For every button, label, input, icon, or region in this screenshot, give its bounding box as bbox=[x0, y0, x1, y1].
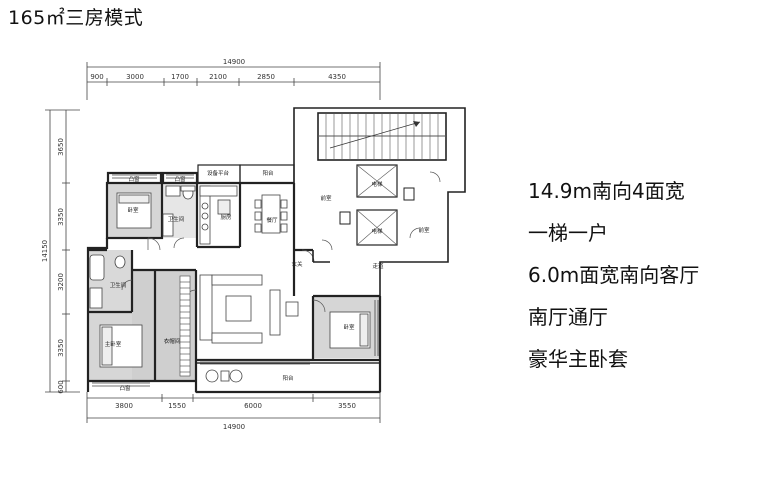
left-total-dim: 14150 bbox=[41, 240, 49, 262]
label-elevator-2: 电梯 bbox=[371, 227, 383, 235]
label-balcony-bottom: 阳台 bbox=[282, 374, 294, 382]
label-elevator-1: 电梯 bbox=[371, 180, 383, 188]
top-dim-6: 4350 bbox=[328, 73, 346, 81]
core-doors bbox=[321, 171, 441, 251]
label-bedroom-top-left: 卧室 bbox=[127, 206, 139, 214]
bottom-dim-1: 3800 bbox=[115, 402, 133, 410]
stair-treads bbox=[318, 113, 446, 160]
wardrobe-hatch bbox=[179, 275, 191, 377]
label-bedroom-right: 卧室 bbox=[343, 323, 355, 331]
top-dim-5: 2850 bbox=[257, 73, 275, 81]
label-corridor: 走道 bbox=[372, 262, 384, 270]
left-dim-1: 3650 bbox=[57, 138, 65, 156]
bottom-dim-2: 1550 bbox=[168, 402, 186, 410]
label-window-bay-top-mid: 凸窗 bbox=[174, 175, 186, 183]
top-dim-2: 3000 bbox=[126, 73, 144, 81]
label-dining: 餐厅 bbox=[266, 216, 278, 224]
feature-master-suite: 豪华主卧套 bbox=[528, 347, 628, 371]
top-dim-3: 1700 bbox=[171, 73, 189, 81]
shaft-boxes bbox=[339, 187, 415, 225]
feature-one-lift-one-unit: 一梯一户 bbox=[528, 221, 608, 245]
page-title: 165㎡三房模式 bbox=[8, 7, 144, 29]
bottom-dim-3: 6000 bbox=[244, 402, 262, 410]
top-dim-1: 900 bbox=[90, 73, 103, 81]
left-dimension-lines bbox=[45, 109, 80, 393]
bottom-balcony bbox=[195, 362, 381, 393]
stair-arrow-head bbox=[413, 121, 420, 127]
left-dim-5: 600 bbox=[57, 380, 65, 393]
bottom-dim-4: 3550 bbox=[338, 402, 356, 410]
label-entrance: 玄关 bbox=[291, 260, 303, 268]
label-master-bedroom: 主卧室 bbox=[105, 340, 122, 348]
label-balcony-top: 阳台 bbox=[262, 169, 274, 177]
label-window-bay-top-left: 凸窗 bbox=[128, 175, 140, 183]
elevator-cross bbox=[356, 164, 398, 246]
label-kitchen: 厨房 bbox=[220, 213, 232, 221]
label-core-room-2: 前室 bbox=[418, 226, 430, 234]
label-wardrobe: 衣帽间 bbox=[164, 337, 181, 345]
label-bathroom-top: 卫生间 bbox=[168, 215, 185, 223]
top-dim-4: 2100 bbox=[209, 73, 227, 81]
feature-living-room-width: 6.0m面宽南向客厅 bbox=[528, 263, 700, 287]
bottom-dimension-lines bbox=[86, 392, 381, 423]
feature-facade-width: 14.9m南向4面宽 bbox=[528, 179, 685, 203]
furniture bbox=[89, 185, 371, 383]
stair-direction-arrow bbox=[329, 121, 421, 149]
label-equipment-platform: 设备平台 bbox=[207, 169, 230, 177]
left-dim-3: 3200 bbox=[57, 273, 65, 291]
top-dimension-lines bbox=[86, 62, 381, 100]
bottom-total-dim: 14900 bbox=[223, 423, 245, 431]
label-core-room-1: 前室 bbox=[320, 194, 332, 202]
feature-through-hall: 南厅通厅 bbox=[528, 305, 608, 329]
left-dim-2: 3350 bbox=[57, 208, 65, 226]
label-window-bay-bottom: 凸窗 bbox=[119, 384, 131, 392]
windows bbox=[92, 174, 379, 387]
left-dim-4: 3350 bbox=[57, 339, 65, 357]
top-total-dim: 14900 bbox=[223, 58, 245, 66]
label-bathroom-master: 卫生间 bbox=[110, 281, 127, 289]
feature-list: 14.9m南向4面宽 一梯一户 6.0m面宽南向客厅 南厅通厅 豪华主卧套 bbox=[528, 170, 753, 380]
